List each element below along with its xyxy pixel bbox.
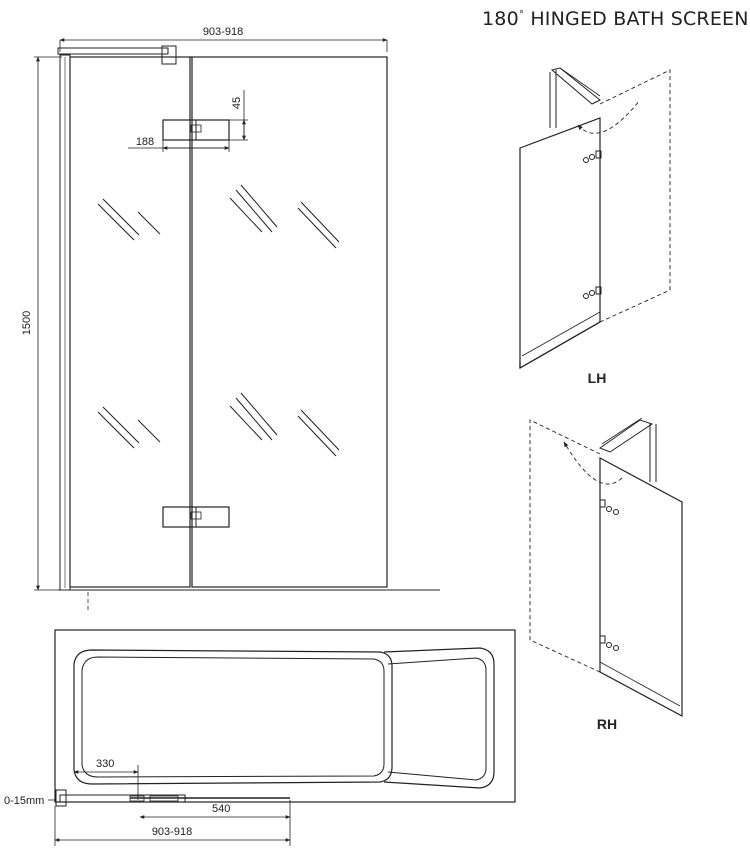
lh-hinge-dot [583, 157, 589, 163]
rh-hinge-dot [613, 645, 619, 651]
hinge-offset-label: 188 [136, 136, 154, 148]
support-bracket [161, 45, 177, 65]
rh-support-arm-edge [601, 417, 643, 445]
page-title: 180° HINGED BATH SCREEN [482, 8, 749, 30]
lh-fixed-panel-base [519, 321, 601, 369]
bath-basin-outer [73, 649, 393, 785]
upper-hinge-knuckle [190, 124, 202, 133]
rh-support-arm [598, 419, 654, 453]
lower-hinge-knuckle [190, 511, 202, 520]
lh-support-arm-edge [559, 67, 601, 97]
lh-support-arm [550, 67, 601, 105]
plan-wall-channel [55, 789, 67, 807]
rh-hinge-dot [606, 506, 612, 512]
width-dimension-label: 903-918 [203, 26, 243, 38]
rh-fixed-panel [599, 456, 683, 718]
rh-fixed-panel-edge [599, 661, 681, 707]
glass-reflections [97, 184, 340, 457]
lh-hinge-dot [589, 290, 595, 296]
hinged-glass-panel [191, 56, 388, 588]
length-540-label: 540 [212, 803, 230, 815]
lh-hinge-plate [595, 150, 602, 159]
lh-hinge-dot [589, 154, 595, 160]
rh-hinge-plate [599, 635, 606, 644]
lh-swing-panel-dashed [599, 69, 671, 323]
lh-hinge-plate [595, 286, 602, 295]
height-dimension-label: 1500 [21, 311, 33, 335]
rh-swing-arc [563, 441, 623, 485]
lh-swing-arc [577, 99, 641, 134]
plan-view [48, 629, 516, 846]
fixed-glass-panel [69, 56, 191, 588]
title-angle: 180 [482, 8, 519, 30]
bath-outline [54, 629, 516, 803]
lh-fixed-panel [519, 117, 601, 370]
gap-label: 0-15mm [4, 795, 44, 807]
bath-basin-inner [81, 656, 385, 778]
offset-330-label: 330 [96, 758, 114, 770]
lh-hinge-dot [583, 293, 589, 299]
plan-width-label: 903-918 [152, 826, 192, 838]
support-bar [57, 47, 169, 55]
title-text: HINGED BATH SCREEN [524, 8, 749, 30]
bath-taper-outer [383, 647, 495, 789]
front-view [34, 38, 440, 612]
rh-swing-panel-dashed [529, 419, 601, 673]
rh-hinge-plate [599, 499, 606, 508]
rh-label: RH [597, 716, 617, 732]
rh-hinge-dot [606, 642, 612, 648]
lh-fixed-panel-edge [521, 311, 601, 357]
lh-label: LH [588, 370, 607, 386]
bath-taper-inner [387, 657, 487, 781]
title-degree: ° [518, 9, 525, 21]
rh-hinge-dot [613, 509, 619, 515]
plan-hinge-plate [149, 795, 179, 802]
hinge-height-label: 45 [231, 97, 243, 109]
lh-isometric-view [519, 67, 671, 370]
rh-isometric-view [529, 417, 683, 718]
plan-hinge [129, 795, 145, 802]
